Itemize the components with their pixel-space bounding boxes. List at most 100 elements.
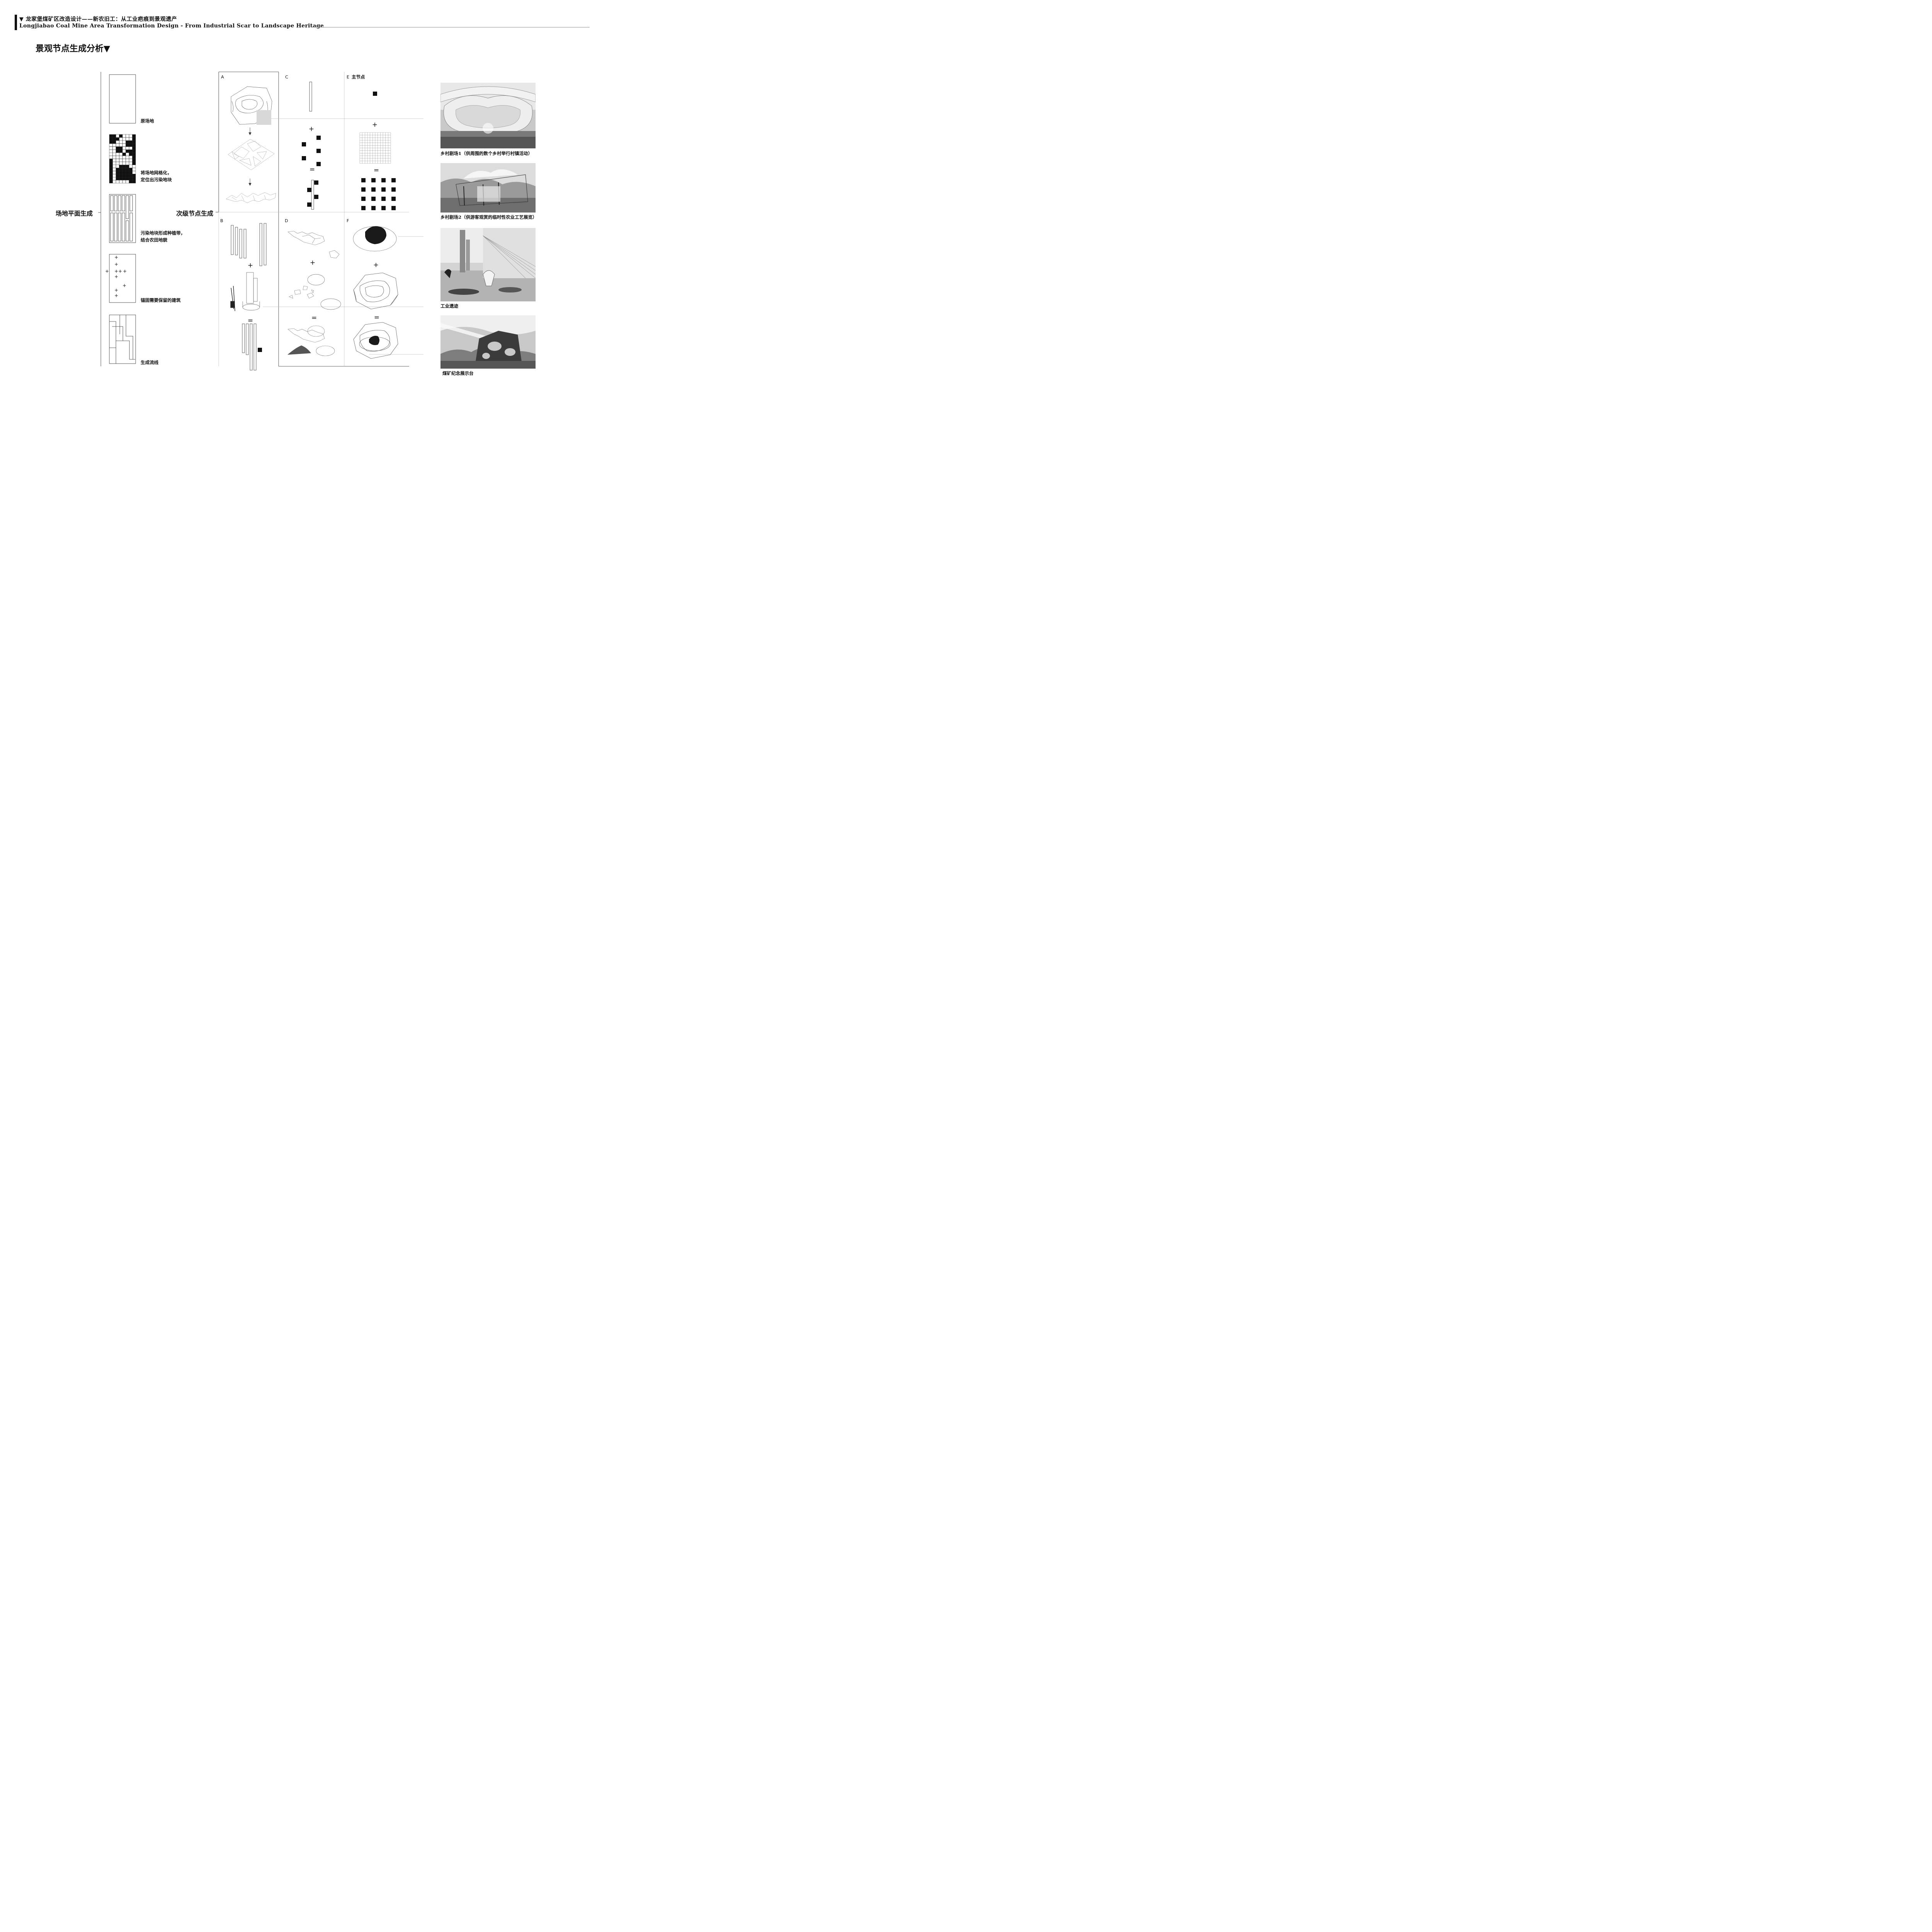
cell-d-equals: = [311,314,317,322]
grid-cell [116,153,119,156]
grid-cell [126,158,129,162]
result-square [371,206,376,210]
grid-cell [132,137,136,141]
grid-cell [129,143,133,147]
grid-cell [122,143,126,147]
cell-b-equals: = [247,317,253,325]
cell-d-ellipse1 [307,274,325,286]
grid-cell [119,180,123,184]
grid-cell [109,134,113,138]
grid-cell [116,171,119,174]
grid-cell [109,171,113,174]
grid-cell [119,137,123,141]
grid-cell [126,140,129,144]
cell-c-squares [302,136,321,166]
grid-cell [129,158,133,162]
grid-cell [132,177,136,180]
grid-cell [112,165,116,168]
grid-cell [116,134,119,138]
grid-cell [109,165,113,168]
grid-cell [132,143,136,147]
grid-cell [119,134,123,138]
grid-cell [116,180,119,184]
site-step4-marker: + [105,269,109,274]
site-step4-marker: + [114,293,119,298]
grid-cell [119,171,123,174]
cell-a-letter: A [221,75,224,80]
grid-cell [129,140,133,144]
site-step3-strips [109,194,136,243]
grid-cell [109,146,113,150]
grid-cell [112,137,116,141]
cell-f-equals: = [374,314,380,321]
grid-cell [112,168,116,171]
header-title-cn: ▼ 龙家堡煤矿区改造设计——新农旧工：从工业疤痕到景观遗产 [19,16,177,22]
grid-cell [129,174,133,177]
header-title-en: Longjiabao Coal Mine Area Transformation… [19,23,324,29]
grid-cell [116,150,119,153]
grid-cell [109,177,113,180]
grid-cell [112,134,116,138]
grid-cell [119,165,123,168]
grid-cell [112,153,116,156]
grid-cell [112,140,116,144]
cell-b-strips [231,223,267,266]
grid-cell [116,155,119,159]
render-rural-theatre-1 [440,83,536,148]
render-industrial-relic [440,228,536,301]
grid-cell [116,168,119,171]
result-square [381,197,386,201]
grid-cell [119,150,123,153]
cell-b-letter: B [220,218,223,223]
grid-cell [129,180,133,184]
grid-cell [126,171,129,174]
grid-cell [126,168,129,171]
site-step5-label: 生成流线 [141,360,158,365]
grid-cell [109,153,113,156]
nodes-main-label: 次级节点生成 [176,210,214,217]
grid-cell [126,177,129,180]
cell-b-excavator [230,286,235,311]
grid-cell [132,155,136,159]
site-step4-marker: + [114,255,119,260]
grid-cell [119,153,123,156]
site-step4-label: 锚固需要保留的建筑 [141,298,181,303]
grid-cell [119,158,123,162]
result-square [391,206,396,210]
grid-cell [129,171,133,174]
grid-cell [109,140,113,144]
grid-cell [126,180,129,184]
site-step2-label-line2: 定位出污染地块 [141,177,172,182]
site-step4-marker: + [122,283,127,288]
grid-cell [132,158,136,162]
grid-cell [132,150,136,153]
grid-cell [109,143,113,147]
site-step4-marker: + [114,274,119,279]
grid-cell [132,162,136,165]
cell-d-plus: + [310,259,316,267]
site-step1-label: 原场地 [141,118,154,124]
grid-cell [132,146,136,150]
grid-cell [132,165,136,168]
grid-cell [109,180,113,184]
grid-cell [132,174,136,177]
cell-f-plus: + [373,261,379,269]
site-step4-marker: + [118,269,122,274]
grid-cell [126,134,129,138]
grid-cell [126,150,129,153]
grid-cell [126,155,129,159]
site-step4-marker: + [114,287,119,293]
cell-c-bar [309,82,312,112]
grid-cell [126,174,129,177]
site-step3-label-line1: 污染地块形成种植带， [141,230,185,236]
cell-d-result-paving [287,325,335,356]
grid-cell [126,153,129,156]
grid-cell [116,174,119,177]
grid-cell [129,155,133,159]
site-step4-marker: + [122,269,127,274]
result-square [391,197,396,201]
result-square [391,187,396,192]
cell-e-square [373,92,377,96]
grid-cell [129,153,133,156]
cell-c-equals: = [309,166,315,173]
